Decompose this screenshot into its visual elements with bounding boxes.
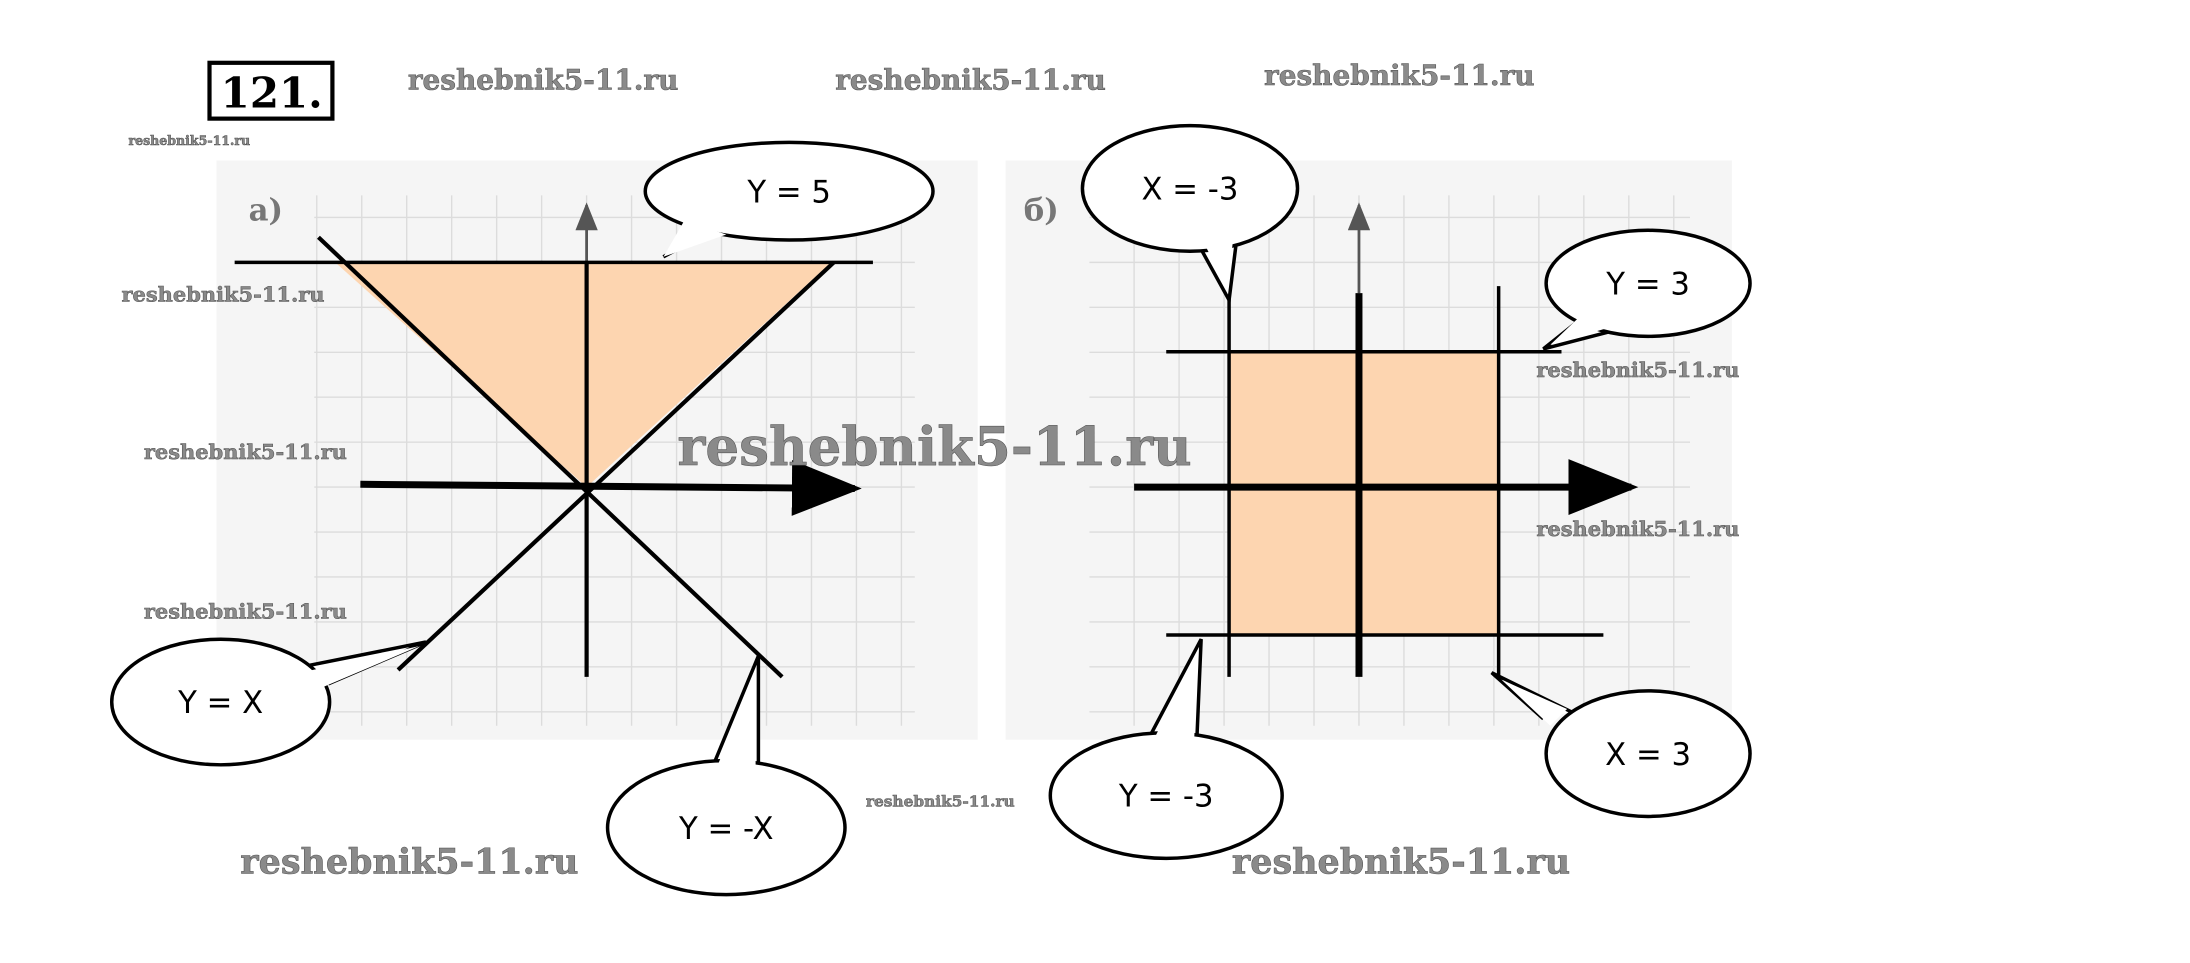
watermark: reshebnik5-11.ru: [144, 439, 347, 464]
shaded-region-triangle: [335, 262, 832, 488]
watermark: reshebnik5-11.ru: [866, 793, 1015, 811]
line-y-neg-x: [317, 235, 784, 679]
watermark: reshebnik5-11.ru: [128, 133, 250, 148]
shaded-region-square: [1229, 351, 1499, 636]
watermark: reshebnik5-11.ru: [1264, 59, 1535, 92]
callout-x-3: X = 3: [1490, 671, 1752, 819]
callout-y-neg-x: Y = -X: [605, 655, 847, 897]
watermark: reshebnik5-11.ru: [1232, 842, 1570, 883]
watermark: reshebnik5-11.ru: [835, 63, 1106, 96]
watermarks: reshebnik5-11.ru reshebnik5-11.ru resheb…: [121, 59, 1739, 883]
watermark: reshebnik5-11.ru: [408, 63, 679, 96]
x-axis: [360, 460, 862, 516]
watermark: reshebnik5-11.ru: [144, 598, 347, 623]
watermark-large: reshebnik5-11.ru: [677, 415, 1191, 478]
callout-x-neg-3: X = -3: [1080, 123, 1300, 306]
callout-y-5: Y = 5: [643, 140, 935, 259]
callout-y-neg-3: Y = -3: [1048, 638, 1284, 861]
panel-b: б) X = -3 Y = 3 Y = -3: [1005, 123, 1752, 861]
svg-text:Y = 5: Y = 5: [746, 174, 831, 210]
problem-number-box: [207, 60, 335, 121]
watermark: reshebnik5-11.ru: [240, 842, 578, 883]
panel-a: а) Y = 5 Y = X Y = -X: [109, 140, 978, 897]
svg-text:Y = X: Y = X: [177, 685, 263, 721]
watermark: reshebnik5-11.ru: [122, 281, 325, 306]
svg-text:Y = -3: Y = -3: [1118, 779, 1214, 815]
svg-text:X = 3: X = 3: [1605, 737, 1691, 773]
svg-text:X = -3: X = -3: [1142, 172, 1239, 208]
svg-text:Y = 3: Y = 3: [1605, 266, 1690, 302]
problem-number: 121.: [221, 68, 323, 117]
panel-b-label: б): [1024, 193, 1059, 229]
line-y-x: [396, 260, 836, 672]
watermark: reshebnik5-11.ru: [1536, 357, 1739, 382]
watermark: reshebnik5-11.ru: [1536, 516, 1739, 541]
callout-y-3: Y = 3: [1542, 228, 1752, 351]
callout-y-x: Y = X: [109, 637, 427, 767]
panel-a-label: а): [249, 193, 283, 229]
svg-text:Y = -X: Y = -X: [678, 811, 774, 847]
